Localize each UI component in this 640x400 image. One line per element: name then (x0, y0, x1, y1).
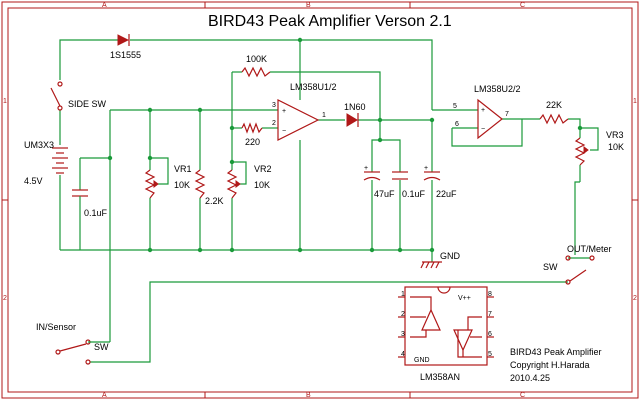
input-switch-icon[interactable] (55, 339, 91, 365)
ic-pin5: 5 (488, 351, 492, 358)
ic-pin1: 1 (401, 291, 405, 298)
label-sw-out: SW (543, 262, 558, 272)
label-c2: 47uF (374, 189, 395, 199)
label-pin5: 5 (453, 103, 457, 110)
svg-text:−: − (282, 128, 286, 135)
label-pin7: 7 (505, 111, 509, 118)
grid-row-1-left: 1 (3, 98, 7, 105)
ic-pinout (398, 286, 494, 366)
credit-line1: BIRD43 Peak Amplifier (510, 347, 602, 357)
opamp-u2-icon: + − (477, 98, 503, 140)
label-r-2-2k: 2.2K (205, 196, 224, 206)
ic-pin4: 4 (401, 351, 405, 358)
label-vr2-value: 10K (254, 180, 270, 190)
side-switch-icon[interactable] (50, 81, 63, 111)
diode-1n60-icon (346, 113, 359, 127)
svg-text:−: − (481, 126, 485, 133)
label-opamp2: LM358U2/2 (474, 84, 521, 94)
grid-col-b-bottom: B (306, 392, 311, 399)
grid-row-2-right: 2 (633, 295, 637, 302)
label-d1: 1S1555 (110, 50, 141, 60)
label-vr1-value: 10K (174, 180, 190, 190)
label-battery-voltage: 4.5V (24, 176, 43, 186)
label-battery: UM3X3 (24, 140, 54, 150)
label-r-22k: 22K (546, 100, 562, 110)
svg-text:+: + (364, 165, 368, 172)
credit-line3: 2010.4.25 (510, 373, 550, 383)
ic-name: LM358AN (420, 372, 460, 382)
label-opamp1: LM358U1/2 (290, 82, 337, 92)
wires (59, 39, 599, 363)
credit-line2: Copyright H.Harada (510, 360, 590, 370)
resistor-100k-icon (241, 66, 271, 78)
vr1-potentiometer-icon[interactable] (144, 169, 159, 199)
svg-text:+: + (424, 165, 428, 172)
label-r-100k: 100K (246, 54, 267, 64)
svg-text:+: + (282, 108, 286, 115)
label-c4: 22uF (436, 189, 457, 199)
frame-inner (7, 7, 633, 393)
label-side-sw: SIDE SW (68, 99, 107, 109)
grid-col-a-bottom: A (102, 392, 107, 399)
capacitor-c3-icon (392, 171, 408, 180)
label-gnd: GND (440, 251, 461, 261)
label-c3: 0.1uF (402, 189, 426, 199)
ic-pin6: 6 (488, 331, 492, 338)
resistor-2-2k-icon (194, 169, 206, 199)
label-in-sensor: IN/Sensor (36, 322, 76, 332)
ic-pin3: 3 (401, 331, 405, 338)
schematic-title: BIRD43 Peak Amplifier Verson 2.1 (208, 13, 452, 30)
vr3-potentiometer-icon[interactable] (574, 137, 589, 166)
opamp-u1-icon: + − (277, 99, 320, 141)
battery-icon (52, 147, 68, 174)
grid-col-c-top: C (520, 2, 525, 9)
grid-col-a-top: A (102, 2, 107, 9)
label-pin3: 3 (272, 102, 276, 109)
label-r-220: 220 (245, 137, 260, 147)
grid-row-1-right: 1 (633, 98, 637, 105)
label-vr1: VR1 (174, 164, 192, 174)
diode-1s1555-icon (117, 34, 130, 46)
label-vr3-value: 10K (608, 142, 624, 152)
label-pin1: 1 (322, 112, 326, 119)
label-c1: 0.1uF (84, 208, 108, 218)
output-switch-icon[interactable] (565, 255, 595, 285)
ic-vpp-label: V++ (458, 295, 471, 302)
resistor-220-icon (241, 122, 263, 134)
capacitor-c1-icon (72, 189, 88, 197)
ic-gnd-label: GND (414, 357, 430, 364)
ic-pin2: 2 (401, 311, 405, 318)
label-vr3: VR3 (606, 130, 624, 140)
label-pin6: 6 (455, 121, 459, 128)
label-sw-in: SW (94, 342, 109, 352)
grid-col-c-bottom: C (520, 392, 525, 399)
grid-row-2-left: 2 (3, 295, 7, 302)
ic-pin8: 8 (488, 291, 492, 298)
label-pin2: 2 (272, 120, 276, 127)
junctions (107, 37, 583, 253)
svg-text:+: + (481, 107, 485, 114)
label-d2: 1N60 (344, 102, 366, 112)
grid-col-b-top: B (306, 2, 311, 9)
vr2-potentiometer-icon[interactable] (226, 169, 241, 199)
resistor-22k-icon (539, 113, 569, 125)
ground-icon (420, 261, 442, 269)
capacitor-c4-icon: + (423, 165, 441, 181)
label-out-meter: OUT/Meter (567, 244, 612, 254)
label-vr2: VR2 (254, 164, 272, 174)
ic-pin7: 7 (488, 311, 492, 318)
capacitor-c2-icon: + (363, 165, 381, 181)
